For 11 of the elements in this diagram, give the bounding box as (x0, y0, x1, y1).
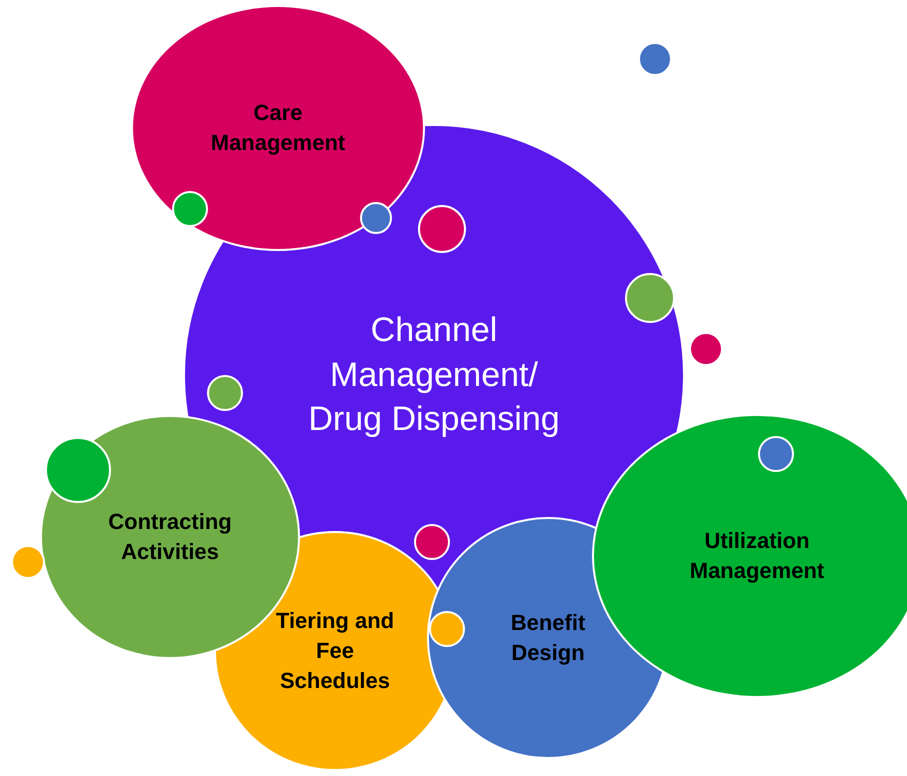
bubble-label: Benefit Design (510, 609, 586, 667)
small-bubble (414, 524, 450, 560)
small-bubble (758, 436, 794, 472)
bubble-label: Care Management (210, 99, 346, 157)
bubble-label: Utilization Management (688, 527, 826, 585)
bubble-label: Contracting Activities (107, 508, 233, 566)
small-bubble (625, 273, 675, 323)
small-bubble (207, 375, 243, 411)
bubble-label: Channel Management/ Drug Dispensing (307, 310, 561, 440)
bubble-label: Tiering and Fee Schedules (274, 607, 396, 695)
small-bubble (418, 205, 466, 253)
